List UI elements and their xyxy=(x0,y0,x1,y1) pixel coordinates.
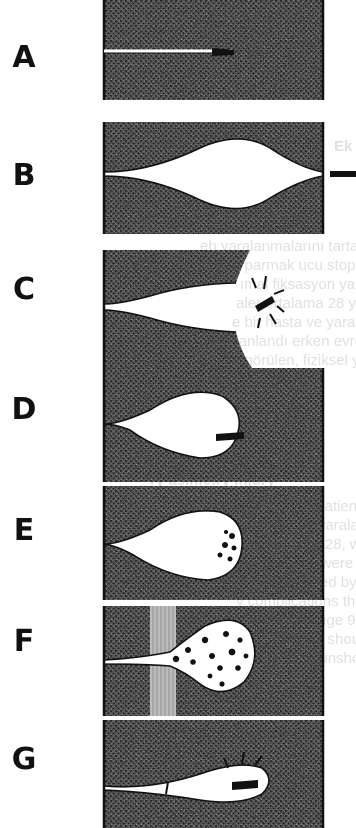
panel-g xyxy=(104,720,323,828)
panel-f xyxy=(104,606,323,716)
panel-c xyxy=(104,250,284,368)
panel-d xyxy=(104,368,323,482)
panel-b xyxy=(104,122,356,234)
panel-a xyxy=(104,0,323,100)
panel-e xyxy=(104,486,323,600)
bullet-icon xyxy=(330,171,356,177)
bullet-icon xyxy=(255,296,275,312)
